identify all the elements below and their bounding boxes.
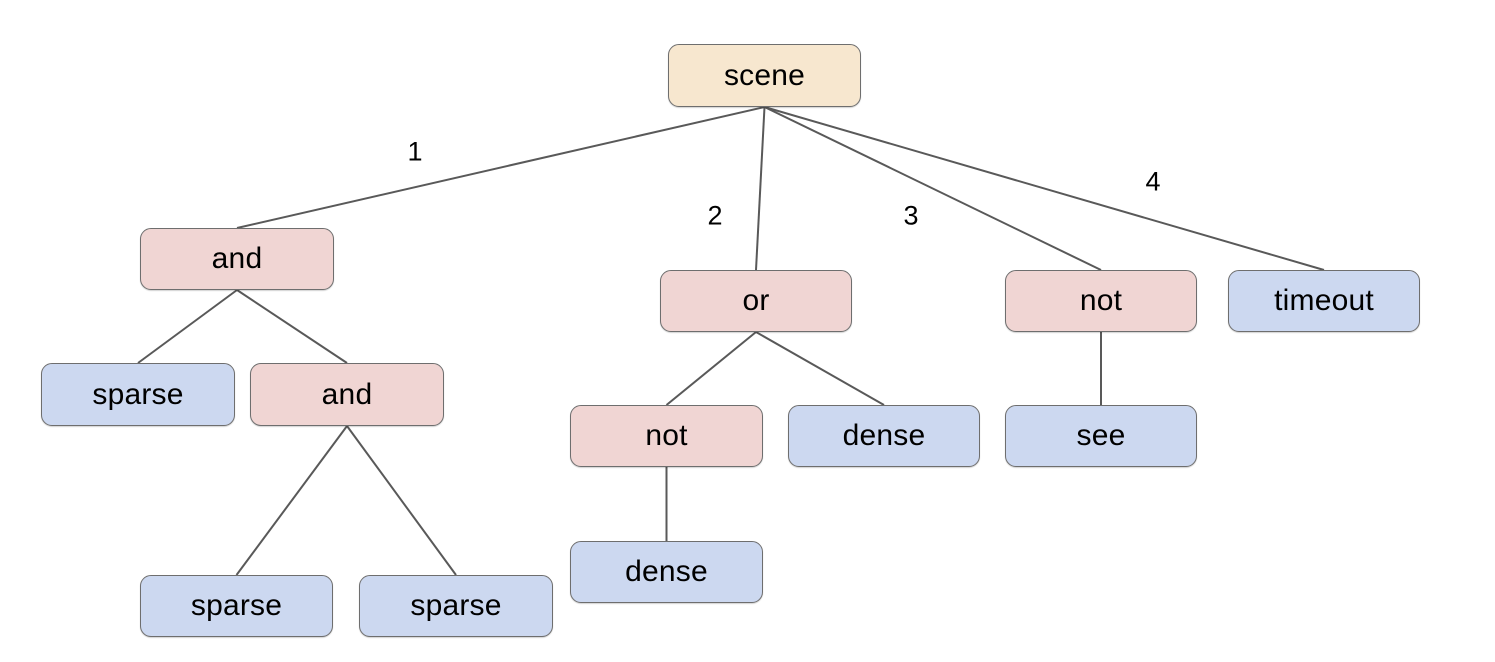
tree-node-sparse3[interactable]: sparse — [359, 575, 553, 637]
tree-node-label: not — [1079, 284, 1123, 317]
tree-node-label: and — [321, 377, 373, 411]
tree-node-not1[interactable]: not — [1005, 270, 1197, 332]
tree-edge — [764, 106, 1325, 271]
tree-node-timeout1[interactable]: timeout — [1228, 270, 1420, 332]
tree-edge — [665, 331, 757, 406]
edge-label-e1: 1 — [407, 136, 423, 167]
tree-edge — [764, 106, 1102, 271]
tree-node-label: dense — [842, 419, 926, 452]
tree-edge — [755, 331, 885, 406]
tree-node-label: sparse — [190, 589, 283, 622]
tree-node-dense1[interactable]: dense — [788, 405, 980, 467]
tree-node-dense2[interactable]: dense — [570, 541, 763, 603]
tree-node-label: timeout — [1274, 284, 1374, 317]
tree-edge — [235, 425, 348, 576]
tree-node-label: sparse — [410, 589, 502, 622]
tree-node-and2[interactable]: and — [250, 363, 444, 426]
tree-node-label: scene — [723, 58, 806, 92]
tree-node-label: sparse — [92, 377, 184, 411]
tree-node-and1[interactable]: and — [140, 228, 334, 290]
tree-edge — [755, 106, 766, 271]
tree-node-label: see — [1076, 419, 1126, 452]
tree-node-label: and — [211, 242, 263, 275]
tree-node-see1[interactable]: see — [1005, 405, 1197, 467]
tree-edge — [236, 106, 765, 229]
edge-label-e2: 2 — [707, 200, 723, 231]
edge-label-e3: 3 — [903, 200, 919, 231]
tree-node-or1[interactable]: or — [660, 270, 852, 332]
tree-node-sparse2[interactable]: sparse — [140, 575, 333, 637]
tree-node-scene[interactable]: scene — [668, 44, 861, 107]
edge-label-e4: 4 — [1145, 166, 1161, 197]
tree-node-label: not — [645, 419, 688, 452]
tree-node-label: or — [742, 284, 770, 317]
tree-edge — [346, 425, 457, 576]
tree-edge — [236, 289, 348, 364]
tree-node-not2[interactable]: not — [570, 405, 763, 467]
tree-edge — [137, 289, 238, 364]
tree-node-sparse1[interactable]: sparse — [41, 363, 235, 426]
tree-node-label: dense — [625, 555, 708, 588]
